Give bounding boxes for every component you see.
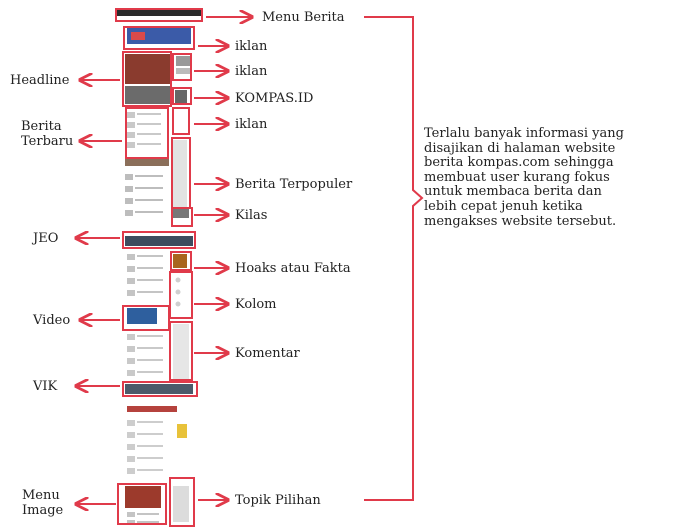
- label-iklan-2: iklan: [235, 64, 268, 79]
- label-menu-image-line-2: Image: [22, 503, 64, 518]
- website-screenshot-strip: [117, 10, 201, 525]
- label-kilas: Kilas: [235, 208, 268, 223]
- note-line-5: untuk membaca berita dan: [424, 184, 602, 200]
- note-text: Terlalu banyak informasi yang disajikan …: [424, 126, 682, 229]
- box-video: [122, 305, 170, 331]
- box-iklan-2: [172, 53, 192, 81]
- label-kolom: Kolom: [235, 297, 277, 312]
- box-berita-terpopuler: [171, 137, 191, 209]
- label-iklan-3: iklan: [235, 117, 268, 132]
- note-line-4: membuat user kurang fokus: [424, 169, 610, 185]
- label-video: Video: [33, 313, 71, 328]
- label-hoaks-atau-fakta: Hoaks atau Fakta: [235, 261, 351, 276]
- box-vik: [122, 381, 198, 397]
- box-menu-image: [117, 483, 167, 525]
- note-line-1: Terlalu banyak informasi yang: [424, 126, 624, 141]
- label-berita-terpopuler: Berita Terpopuler: [235, 177, 353, 192]
- note-line-2: disajikan di halaman website: [424, 140, 616, 156]
- label-vik: VIK: [33, 379, 58, 394]
- box-hoaks: [170, 251, 192, 271]
- note-line-6: lebih cepat jenuh ketika: [424, 198, 583, 214]
- label-menu-berita: Menu Berita: [262, 10, 345, 25]
- box-kilas: [171, 207, 193, 227]
- box-menu-berita: [115, 8, 203, 22]
- box-jeo: [122, 231, 196, 249]
- box-headline: [122, 51, 172, 107]
- label-kompas-id: KOMPAS.ID: [235, 91, 314, 106]
- box-topik-pilihan: [169, 477, 195, 527]
- label-menu-image-line-1: Menu: [22, 488, 60, 503]
- label-berita-terbaru: Berita Terbaru: [21, 119, 73, 149]
- label-menu-image: Menu Image: [22, 488, 63, 518]
- label-headline: Headline: [10, 73, 70, 88]
- box-iklan-1: [123, 26, 195, 50]
- box-kolom: [169, 271, 193, 319]
- box-iklan-3: [172, 107, 190, 135]
- label-berita-terbaru-line-1: Berita: [21, 119, 62, 134]
- label-topik-pilihan: Topik Pilihan: [235, 493, 321, 508]
- label-iklan-1: iklan: [235, 39, 268, 54]
- note-line-7: mengakses website tersebut.: [424, 213, 617, 229]
- box-komentar: [169, 321, 193, 381]
- box-kompas-id: [172, 87, 192, 105]
- note-line-3: berita kompas.com sehingga: [424, 155, 614, 171]
- label-jeo: JEO: [33, 231, 59, 246]
- label-berita-terbaru-line-2: Terbaru: [21, 134, 74, 149]
- label-komentar: Komentar: [235, 346, 300, 361]
- bracket: [364, 16, 424, 501]
- box-berita-terbaru: [125, 107, 169, 159]
